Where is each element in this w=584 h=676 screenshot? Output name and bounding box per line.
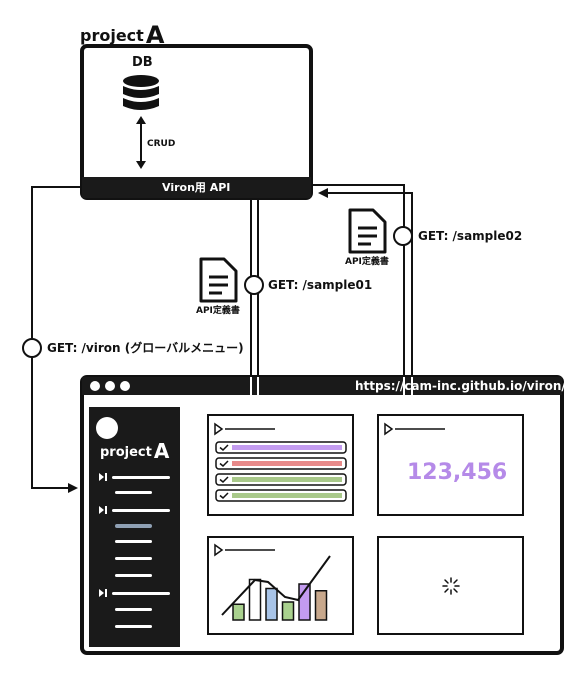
checkmark-icon [219,492,229,500]
chart-bar [232,603,245,621]
loading-spinner-icon [442,577,460,595]
database-icon [123,75,159,110]
chart-bar [248,578,262,621]
document-icon [348,208,387,254]
checkmark-icon [219,460,229,468]
chart-bar [265,587,278,621]
widget-number [377,414,524,516]
document-icon [199,257,238,303]
checkmark-icon [219,444,229,452]
list-row [215,457,347,470]
api-server-box [80,44,313,200]
checkmark-icon [219,476,229,484]
edge-get-sample02 [311,184,417,415]
widget-chart [207,536,354,635]
get-sample01-label: GET: /sample01 [268,278,373,292]
chart-trend-line [221,555,331,616]
project-title: projectA [80,21,165,49]
api-bar-label: Viron用 API [162,181,231,194]
get-sample02-label: GET: /sample02 [418,229,523,243]
list-row [215,489,347,502]
list-row [215,441,347,454]
chart-bar [281,601,295,621]
doc-label-sample01: API定義書 [196,306,240,316]
number-value: 123,456 [407,460,508,485]
db-label: DB [132,55,153,70]
browser-url: https://cam-inc.github.io/viron/ [355,379,566,393]
chart-bar [298,583,311,621]
get-viron-label: GET: /viron (グローバルメニュー) [47,341,244,355]
edge-get-viron [22,186,82,493]
sidebar [89,407,180,647]
crud-label: CRUD [147,139,176,149]
crud-arrow [136,116,146,169]
chart-bar [314,590,328,621]
widget-loading [377,536,524,635]
doc-label-sample02: API定義書 [345,257,389,267]
list-row [215,473,347,486]
